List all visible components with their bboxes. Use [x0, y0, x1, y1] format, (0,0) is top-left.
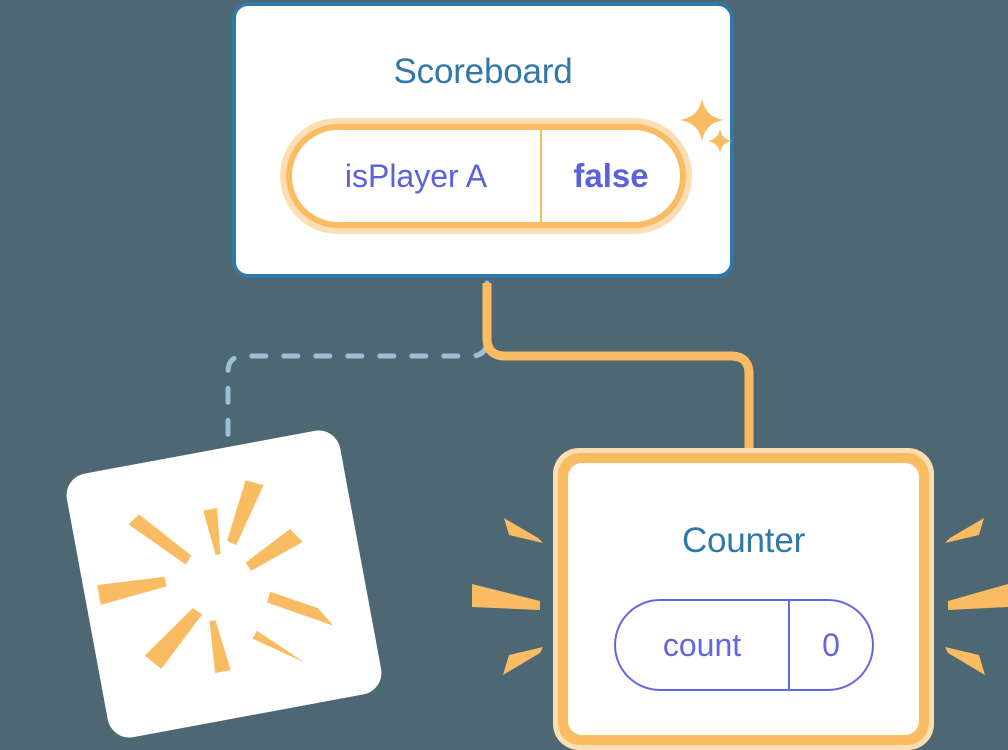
burst-ray [245, 529, 303, 571]
sparkle-icon-small [707, 128, 733, 154]
loading-burst-icon [97, 480, 334, 674]
counter-prop-pill[interactable]: count 0 [614, 599, 874, 691]
counter-title: Counter [681, 521, 806, 560]
connector-scoreboard-to-counter [482, 283, 754, 462]
scoreboard-prop-name: isPlayer A [344, 157, 488, 194]
counter-prop-name: count [662, 626, 742, 663]
scoreboard-prop-pill-inner: isPlayer A false [292, 130, 680, 222]
node-card-scoreboard[interactable]: Scoreboard isPlayer A false [232, 2, 734, 278]
scoreboard-prop-divider [540, 130, 542, 222]
burst-ray [209, 620, 231, 674]
scoreboard-prop-value: false [573, 157, 649, 194]
scoreboard-prop-pill[interactable]: isPlayer A false [286, 124, 686, 228]
burst-ray [252, 630, 305, 663]
counter-prop-value: 0 [822, 626, 840, 663]
scoreboard-title: Scoreboard [393, 52, 573, 91]
node-card-counter[interactable]: Counter count 0 [553, 448, 934, 750]
burst-ray [267, 591, 334, 626]
burst-ray [203, 507, 221, 556]
counter-card-inner: Counter count 0 [568, 463, 919, 735]
connector-scoreboard-to-placeholder [225, 280, 490, 465]
scoreboard-prop-pill-halo: isPlayer A false [280, 118, 692, 234]
sparkle-icon-large [679, 97, 725, 143]
counter-highlight-ring: Counter count 0 [558, 453, 929, 745]
counter-prop-divider [788, 601, 790, 689]
burst-ray [227, 480, 264, 546]
node-card-placeholder[interactable] [62, 426, 386, 742]
burst-ray [97, 576, 167, 605]
burst-ray [128, 514, 192, 565]
burst-ray [144, 608, 203, 669]
